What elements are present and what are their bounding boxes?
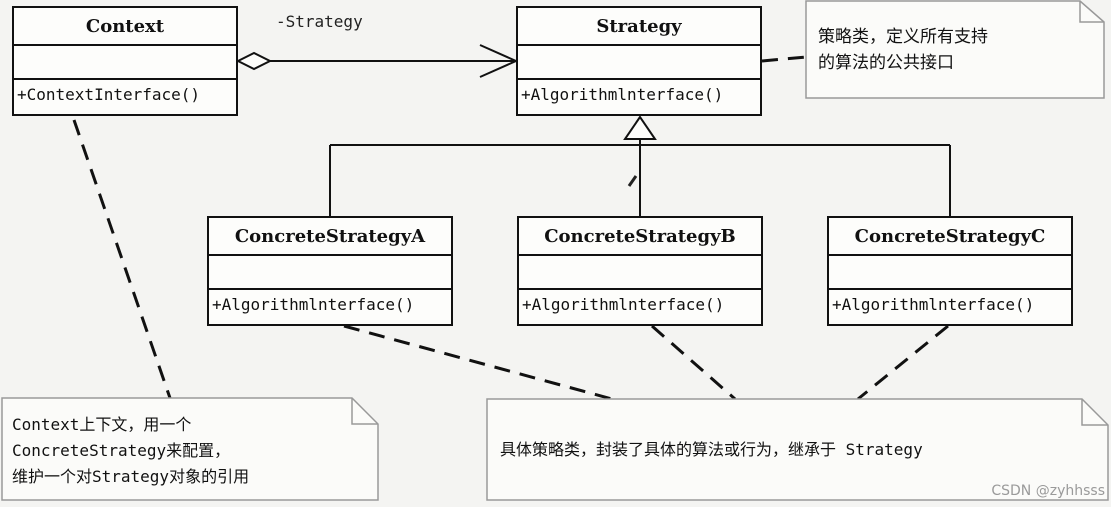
context-class-attributes (14, 46, 236, 80)
concrete-strategy-b-operation: +Algorithmlnterface() (522, 295, 725, 314)
inheritance-triangle (623, 115, 657, 140)
concrete-strategy-b-class: ConcreteStrategyB +Algorithmlnterface() (517, 216, 763, 326)
concrete-strategy-c-class: ConcreteStrategyC +Algorithmlnterface() (827, 216, 1073, 326)
concrete-note-shape (486, 398, 1109, 501)
strategy-class: Strategy +Algorithmlnterface() (516, 6, 762, 116)
strategy-class-operation: +Algorithmlnterface() (521, 85, 724, 104)
pencil-cursor-icon (627, 175, 638, 187)
association-role-label: -Strategy (276, 12, 363, 31)
concrete-strategy-c-operation: +Algorithmlnterface() (832, 295, 1035, 314)
context-class: Context +ContextInterface() (12, 6, 238, 116)
concrete-strategy-a-name: ConcreteStrategyA (209, 218, 451, 256)
concrete-note-line-1: 具体策略类，封装了具体的算法或行为，继承于 Strategy (500, 440, 923, 459)
concrete-note: 具体策略类，封装了具体的算法或行为，继承于 Strategy (500, 436, 923, 460)
strategy-note-line-2: 的算法的公共接口 (818, 53, 954, 73)
concrete-strategy-a-operation: +Algorithmlnterface() (212, 295, 415, 314)
concrete-strategy-a-class: ConcreteStrategyA +Algorithmlnterface() (207, 216, 453, 326)
strategy-note-connector (761, 55, 807, 63)
concrete-b-note-connector (651, 324, 736, 401)
strategy-class-attributes (518, 46, 760, 80)
context-note-line-1: Context上下文，用一个 (12, 415, 192, 434)
watermark: CSDN @zyhhsss (991, 483, 1105, 499)
context-note: Context上下文，用一个 ConcreteStrategy来配置， 维护一个… (12, 412, 249, 490)
context-note-shape (1, 397, 379, 501)
concrete-strategy-a-attributes (209, 256, 451, 290)
concrete-strategy-c-name: ConcreteStrategyC (829, 218, 1071, 256)
strategy-class-name: Strategy (518, 8, 760, 46)
aggregation-diamond (235, 51, 273, 71)
context-class-operation: +ContextInterface() (17, 85, 201, 104)
strategy-note: 策略类，定义所有支持 的算法的公共接口 (818, 24, 988, 76)
strategy-note-shape (805, 0, 1105, 99)
concrete-strategy-c-attributes (829, 256, 1071, 290)
concrete-c-note-connector (857, 324, 949, 401)
strategy-note-line-1: 策略类，定义所有支持 (818, 27, 988, 47)
concrete-strategy-b-name: ConcreteStrategyB (519, 218, 761, 256)
context-note-line-3: 维护一个对Strategy对象的引用 (12, 467, 250, 486)
context-note-connector (72, 119, 172, 399)
concrete-strategy-b-attributes (519, 256, 761, 290)
concrete-a-note-connector (343, 324, 613, 401)
context-class-name: Context (14, 8, 236, 46)
context-note-line-2: ConcreteStrategy来配置， (12, 441, 231, 460)
